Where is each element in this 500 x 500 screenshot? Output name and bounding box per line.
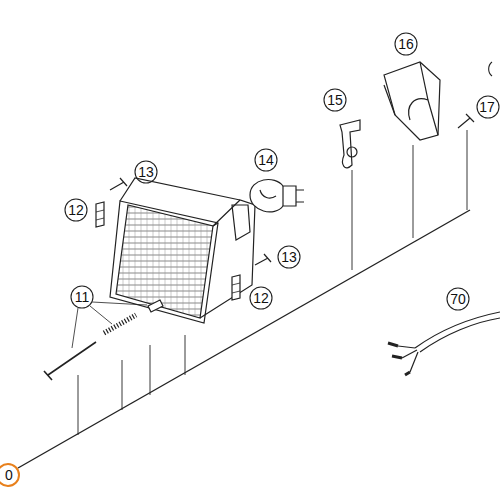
callout-number: 11 [75, 289, 90, 305]
callout-number: 14 [258, 152, 274, 168]
callout-number: 13 [281, 249, 297, 265]
callout-number: 17 [479, 99, 495, 115]
callout-number: 70 [450, 291, 466, 307]
callout-number: 15 [327, 92, 343, 108]
callout-number: 12 [68, 202, 84, 218]
callout-number: 12 [253, 290, 269, 306]
callout-number: 13 [138, 164, 154, 180]
callout-number: 16 [398, 36, 414, 52]
callout-number: 0 [5, 467, 13, 483]
